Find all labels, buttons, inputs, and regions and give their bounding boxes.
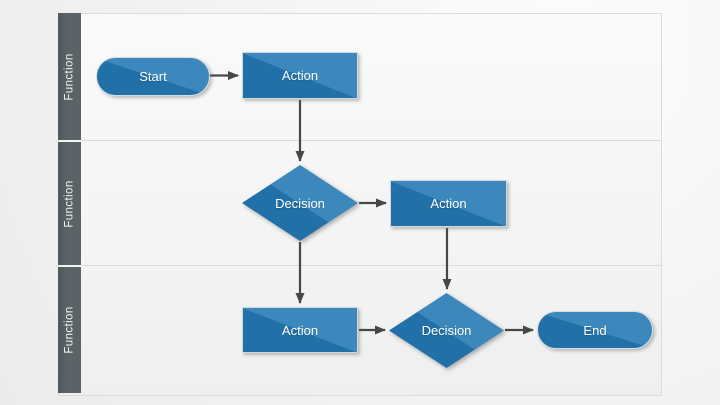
decision-1-diamond: Decision: [242, 165, 358, 241]
node-start-label: Start: [139, 69, 167, 84]
node-action-3-label: Action: [281, 322, 319, 338]
lane-label-1: Function: [63, 52, 76, 101]
lane-header-3: Function: [58, 267, 81, 393]
node-decision-2-label: Decision: [421, 323, 472, 338]
flowchart-node-end: End: [537, 311, 653, 349]
node-end-label: End: [583, 322, 607, 338]
node-action-2-label: Action: [430, 196, 467, 211]
lane-divider-2: [81, 265, 662, 266]
flowchart-node-action-3: Action: [242, 307, 358, 353]
flowchart-node-start: Start: [96, 57, 210, 96]
node-decision-1-label: Decision: [275, 195, 325, 211]
lane-divider-1: [81, 140, 662, 141]
lane-label-2: Function: [63, 179, 76, 228]
flowchart-node-decision-1: Decision: [242, 165, 358, 241]
flowchart-node-action-1: Action: [242, 52, 358, 99]
lane-header-2: Function: [58, 142, 81, 265]
decision-2-diamond: Decision: [389, 293, 504, 368]
flowchart-node-decision-2: Decision: [389, 293, 504, 368]
lane-label-3: Function: [63, 306, 76, 354]
node-action-1-label: Action: [281, 68, 319, 83]
flowchart-node-action-2: Action: [390, 180, 507, 227]
lane-header-1: Function: [58, 13, 81, 140]
